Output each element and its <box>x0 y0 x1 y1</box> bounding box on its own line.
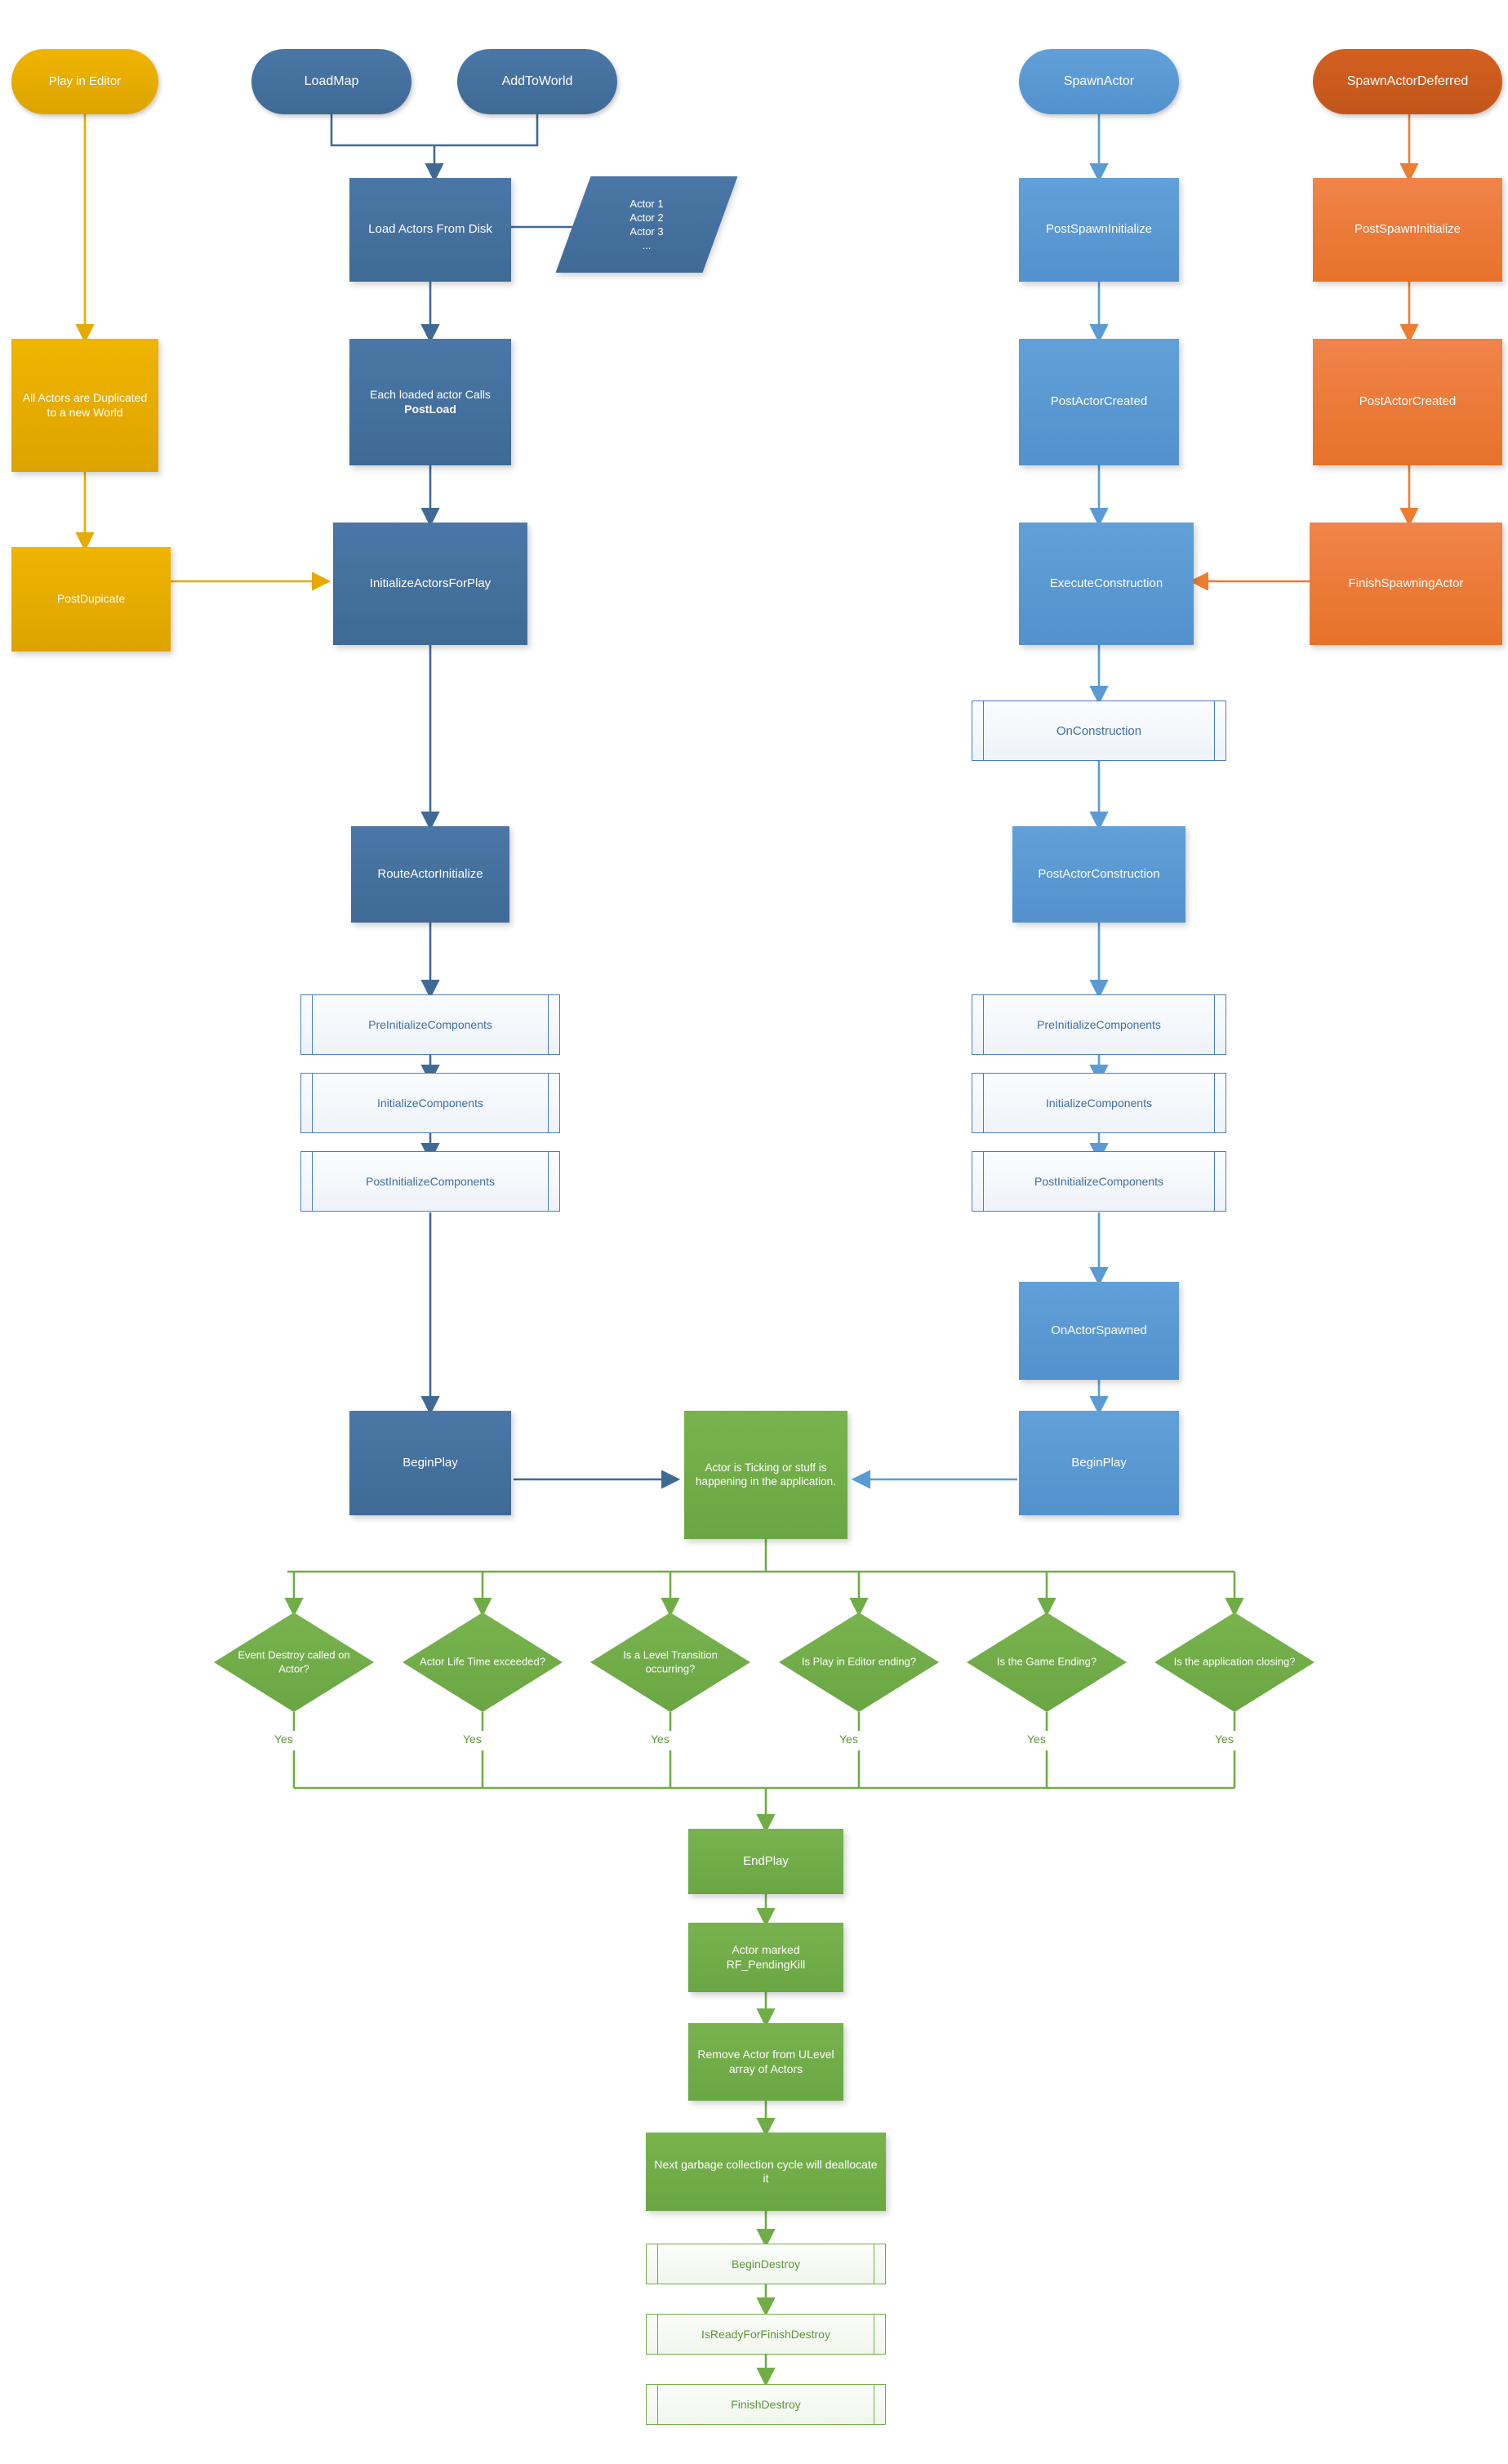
process-all-actors-duplicated[interactable]: All Actors are Duplicated to a new World <box>11 339 158 472</box>
process-each-loaded-actor[interactable]: Each loaded actor Calls PostLoad <box>349 339 511 465</box>
subroutine-initialize-components-right[interactable]: InitializeComponents <box>972 1073 1226 1133</box>
process-post-actor-created-left-label: PostActorCreated <box>1050 394 1148 409</box>
edge-label-yes-5: Yes <box>1027 1732 1046 1746</box>
process-begin-play-right-label: BeginPlay <box>1071 1455 1127 1470</box>
decision-actor-life-time-exceeded[interactable]: Actor Life Time exceeded? <box>403 1612 563 1712</box>
process-post-actor-created-left[interactable]: PostActorCreated <box>1019 339 1179 465</box>
data-actor-list-item-2: Actor 2 <box>629 211 664 224</box>
process-end-play-label: EndPlay <box>743 1853 789 1868</box>
process-actor-marked-pending-kill[interactable]: Actor marked RF_PendingKill <box>688 1923 843 1992</box>
process-post-spawn-initialize-right-label: PostSpawnInitialize <box>1354 222 1461 237</box>
process-route-actor-initialize[interactable]: RouteActorInitialize <box>351 826 509 923</box>
subroutine-on-construction[interactable]: OnConstruction <box>972 701 1226 761</box>
edge-label-yes-3: Yes <box>651 1732 669 1746</box>
process-remove-actor-from-ulevel[interactable]: Remove Actor from ULevel array of Actors <box>688 2023 843 2101</box>
terminator-play-in-editor-label: Play in Editor <box>48 73 122 88</box>
decision-level-transition-occurring-label: Is a Level Transition occurring? <box>623 1648 718 1675</box>
process-execute-construction[interactable]: ExecuteConstruction <box>1019 523 1194 645</box>
decision-event-destroy-called-label: Event Destroy called on Actor? <box>238 1648 350 1675</box>
process-post-actor-created-right[interactable]: PostActorCreated <box>1313 339 1502 465</box>
decision-play-in-editor-ending-label: Is Play in Editor ending? <box>801 1655 917 1668</box>
data-actor-list-text: Actor 1 Actor 2 Actor 3 ... <box>573 176 720 273</box>
terminator-add-to-world-label: AddToWorld <box>501 74 573 88</box>
edge-label-yes-1: Yes <box>274 1732 293 1746</box>
subroutine-post-initialize-components-right[interactable]: PostInitializeComponents <box>972 1151 1226 1212</box>
process-post-actor-construction[interactable]: PostActorConstruction <box>1012 826 1185 923</box>
process-actor-is-ticking[interactable]: Actor is Ticking or stuff is happening i… <box>684 1411 847 1539</box>
subroutine-initialize-components-right-label: InitializeComponents <box>1046 1096 1152 1110</box>
process-each-loaded-actor-bold: PostLoad <box>404 402 456 416</box>
terminator-spawn-actor-deferred[interactable]: SpawnActorDeferred <box>1313 49 1502 114</box>
decision-application-closing-label: Is the application closing? <box>1173 1655 1296 1668</box>
subroutine-initialize-components-left-label: InitializeComponents <box>377 1096 483 1110</box>
data-actor-list: Actor 1 Actor 2 Actor 3 ... <box>555 176 738 273</box>
decision-level-transition-occurring[interactable]: Is a Level Transition occurring? <box>590 1612 750 1712</box>
subroutine-post-initialize-components-right-label: PostInitializeComponents <box>1034 1175 1163 1188</box>
edge-label-yes-2: Yes <box>463 1732 482 1746</box>
process-post-dupicate-label: PostDupicate <box>56 592 126 606</box>
terminator-spawn-actor[interactable]: SpawnActor <box>1019 49 1179 114</box>
process-post-spawn-initialize-left-label: PostSpawnInitialize <box>1045 222 1153 237</box>
process-begin-play-left[interactable]: BeginPlay <box>349 1411 511 1515</box>
process-end-play[interactable]: EndPlay <box>688 1829 843 1894</box>
subroutine-begin-destroy-label: BeginDestroy <box>731 2257 801 2271</box>
terminator-add-to-world[interactable]: AddToWorld <box>457 49 617 114</box>
process-post-actor-construction-label: PostActorConstruction <box>1038 866 1160 881</box>
decision-event-destroy-called[interactable]: Event Destroy called on Actor? <box>214 1612 374 1712</box>
process-post-dupicate[interactable]: PostDupicate <box>11 547 171 652</box>
decision-actor-life-time-exceeded-label: Actor Life Time exceeded? <box>420 1655 545 1668</box>
subroutine-pre-initialize-components-left-label: PreInitializeComponents <box>368 1018 492 1031</box>
process-actor-marked-pending-kill-label: Actor marked RF_PendingKill <box>726 1943 806 1971</box>
decision-game-ending[interactable]: Is the Game Ending? <box>967 1612 1127 1712</box>
process-all-actors-duplicated-label: All Actors are Duplicated to a new World <box>22 391 148 419</box>
data-actor-list-item-3: Actor 3 <box>629 225 664 238</box>
subroutine-pre-initialize-components-right[interactable]: PreInitializeComponents <box>972 994 1226 1055</box>
terminator-load-map-label: LoadMap <box>304 74 359 88</box>
process-finish-spawning-actor-label: FinishSpawningActor <box>1348 576 1464 590</box>
subroutine-is-ready-for-finish-destroy-label: IsReadyForFinishDestroy <box>701 2328 830 2341</box>
subroutine-post-initialize-components-left-label: PostInitializeComponents <box>366 1175 495 1188</box>
subroutine-pre-initialize-components-right-label: PreInitializeComponents <box>1037 1018 1161 1031</box>
subroutine-finish-destroy[interactable]: FinishDestroy <box>646 2384 886 2425</box>
process-each-loaded-actor-text: Each loaded actor Calls <box>370 388 491 401</box>
decision-game-ending-label: Is the Game Ending? <box>996 1655 1097 1668</box>
process-post-spawn-initialize-right[interactable]: PostSpawnInitialize <box>1313 178 1502 282</box>
subroutine-post-initialize-components-left[interactable]: PostInitializeComponents <box>300 1151 560 1212</box>
process-each-loaded-actor-label: Each loaded actor Calls PostLoad <box>349 388 511 416</box>
process-remove-actor-from-ulevel-label: Remove Actor from ULevel array of Actors <box>697 2048 834 2075</box>
subroutine-is-ready-for-finish-destroy[interactable]: IsReadyForFinishDestroy <box>646 2314 886 2355</box>
process-on-actor-spawned[interactable]: OnActorSpawned <box>1019 1282 1179 1380</box>
subroutine-initialize-components-left[interactable]: InitializeComponents <box>300 1073 560 1133</box>
process-initialize-actors-for-play[interactable]: InitializeActorsForPlay <box>333 523 527 645</box>
process-actor-is-ticking-label: Actor is Ticking or stuff is happening i… <box>696 1461 836 1488</box>
data-actor-list-item-1: Actor 1 <box>629 197 664 210</box>
terminator-spawn-actor-label: SpawnActor <box>1063 74 1135 88</box>
decision-application-closing[interactable]: Is the application closing? <box>1154 1612 1314 1712</box>
subroutine-on-construction-label: OnConstruction <box>1056 723 1142 738</box>
subroutine-finish-destroy-label: FinishDestroy <box>731 2398 801 2411</box>
process-load-actors-from-disk-label: Load Actors From Disk <box>368 222 492 237</box>
data-actor-list-item-4: ... <box>642 239 652 252</box>
process-post-spawn-initialize-left[interactable]: PostSpawnInitialize <box>1019 178 1179 282</box>
edge-label-yes-6: Yes <box>1215 1732 1234 1746</box>
process-begin-play-left-label: BeginPlay <box>403 1455 458 1470</box>
subroutine-begin-destroy[interactable]: BeginDestroy <box>646 2244 886 2284</box>
process-finish-spawning-actor[interactable]: FinishSpawningActor <box>1310 523 1502 645</box>
process-next-gc-cycle-label: Next garbage collection cycle will deall… <box>654 2157 878 2186</box>
terminator-load-map[interactable]: LoadMap <box>251 49 411 114</box>
edge-label-yes-4: Yes <box>839 1732 858 1746</box>
terminator-spawn-actor-deferred-label: SpawnActorDeferred <box>1346 74 1469 88</box>
terminator-play-in-editor[interactable]: Play in Editor <box>11 49 158 114</box>
process-begin-play-right[interactable]: BeginPlay <box>1019 1411 1179 1515</box>
process-initialize-actors-for-play-label: InitializeActorsForPlay <box>369 576 492 590</box>
decision-play-in-editor-ending[interactable]: Is Play in Editor ending? <box>779 1612 939 1712</box>
process-on-actor-spawned-label: OnActorSpawned <box>1051 1323 1147 1337</box>
process-execute-construction-label: ExecuteConstruction <box>1049 576 1163 590</box>
process-route-actor-initialize-label: RouteActorInitialize <box>377 866 483 881</box>
subroutine-pre-initialize-components-left[interactable]: PreInitializeComponents <box>300 994 560 1055</box>
process-load-actors-from-disk[interactable]: Load Actors From Disk <box>349 178 511 282</box>
process-post-actor-created-right-label: PostActorCreated <box>1359 394 1457 409</box>
process-next-gc-cycle[interactable]: Next garbage collection cycle will deall… <box>646 2133 886 2211</box>
